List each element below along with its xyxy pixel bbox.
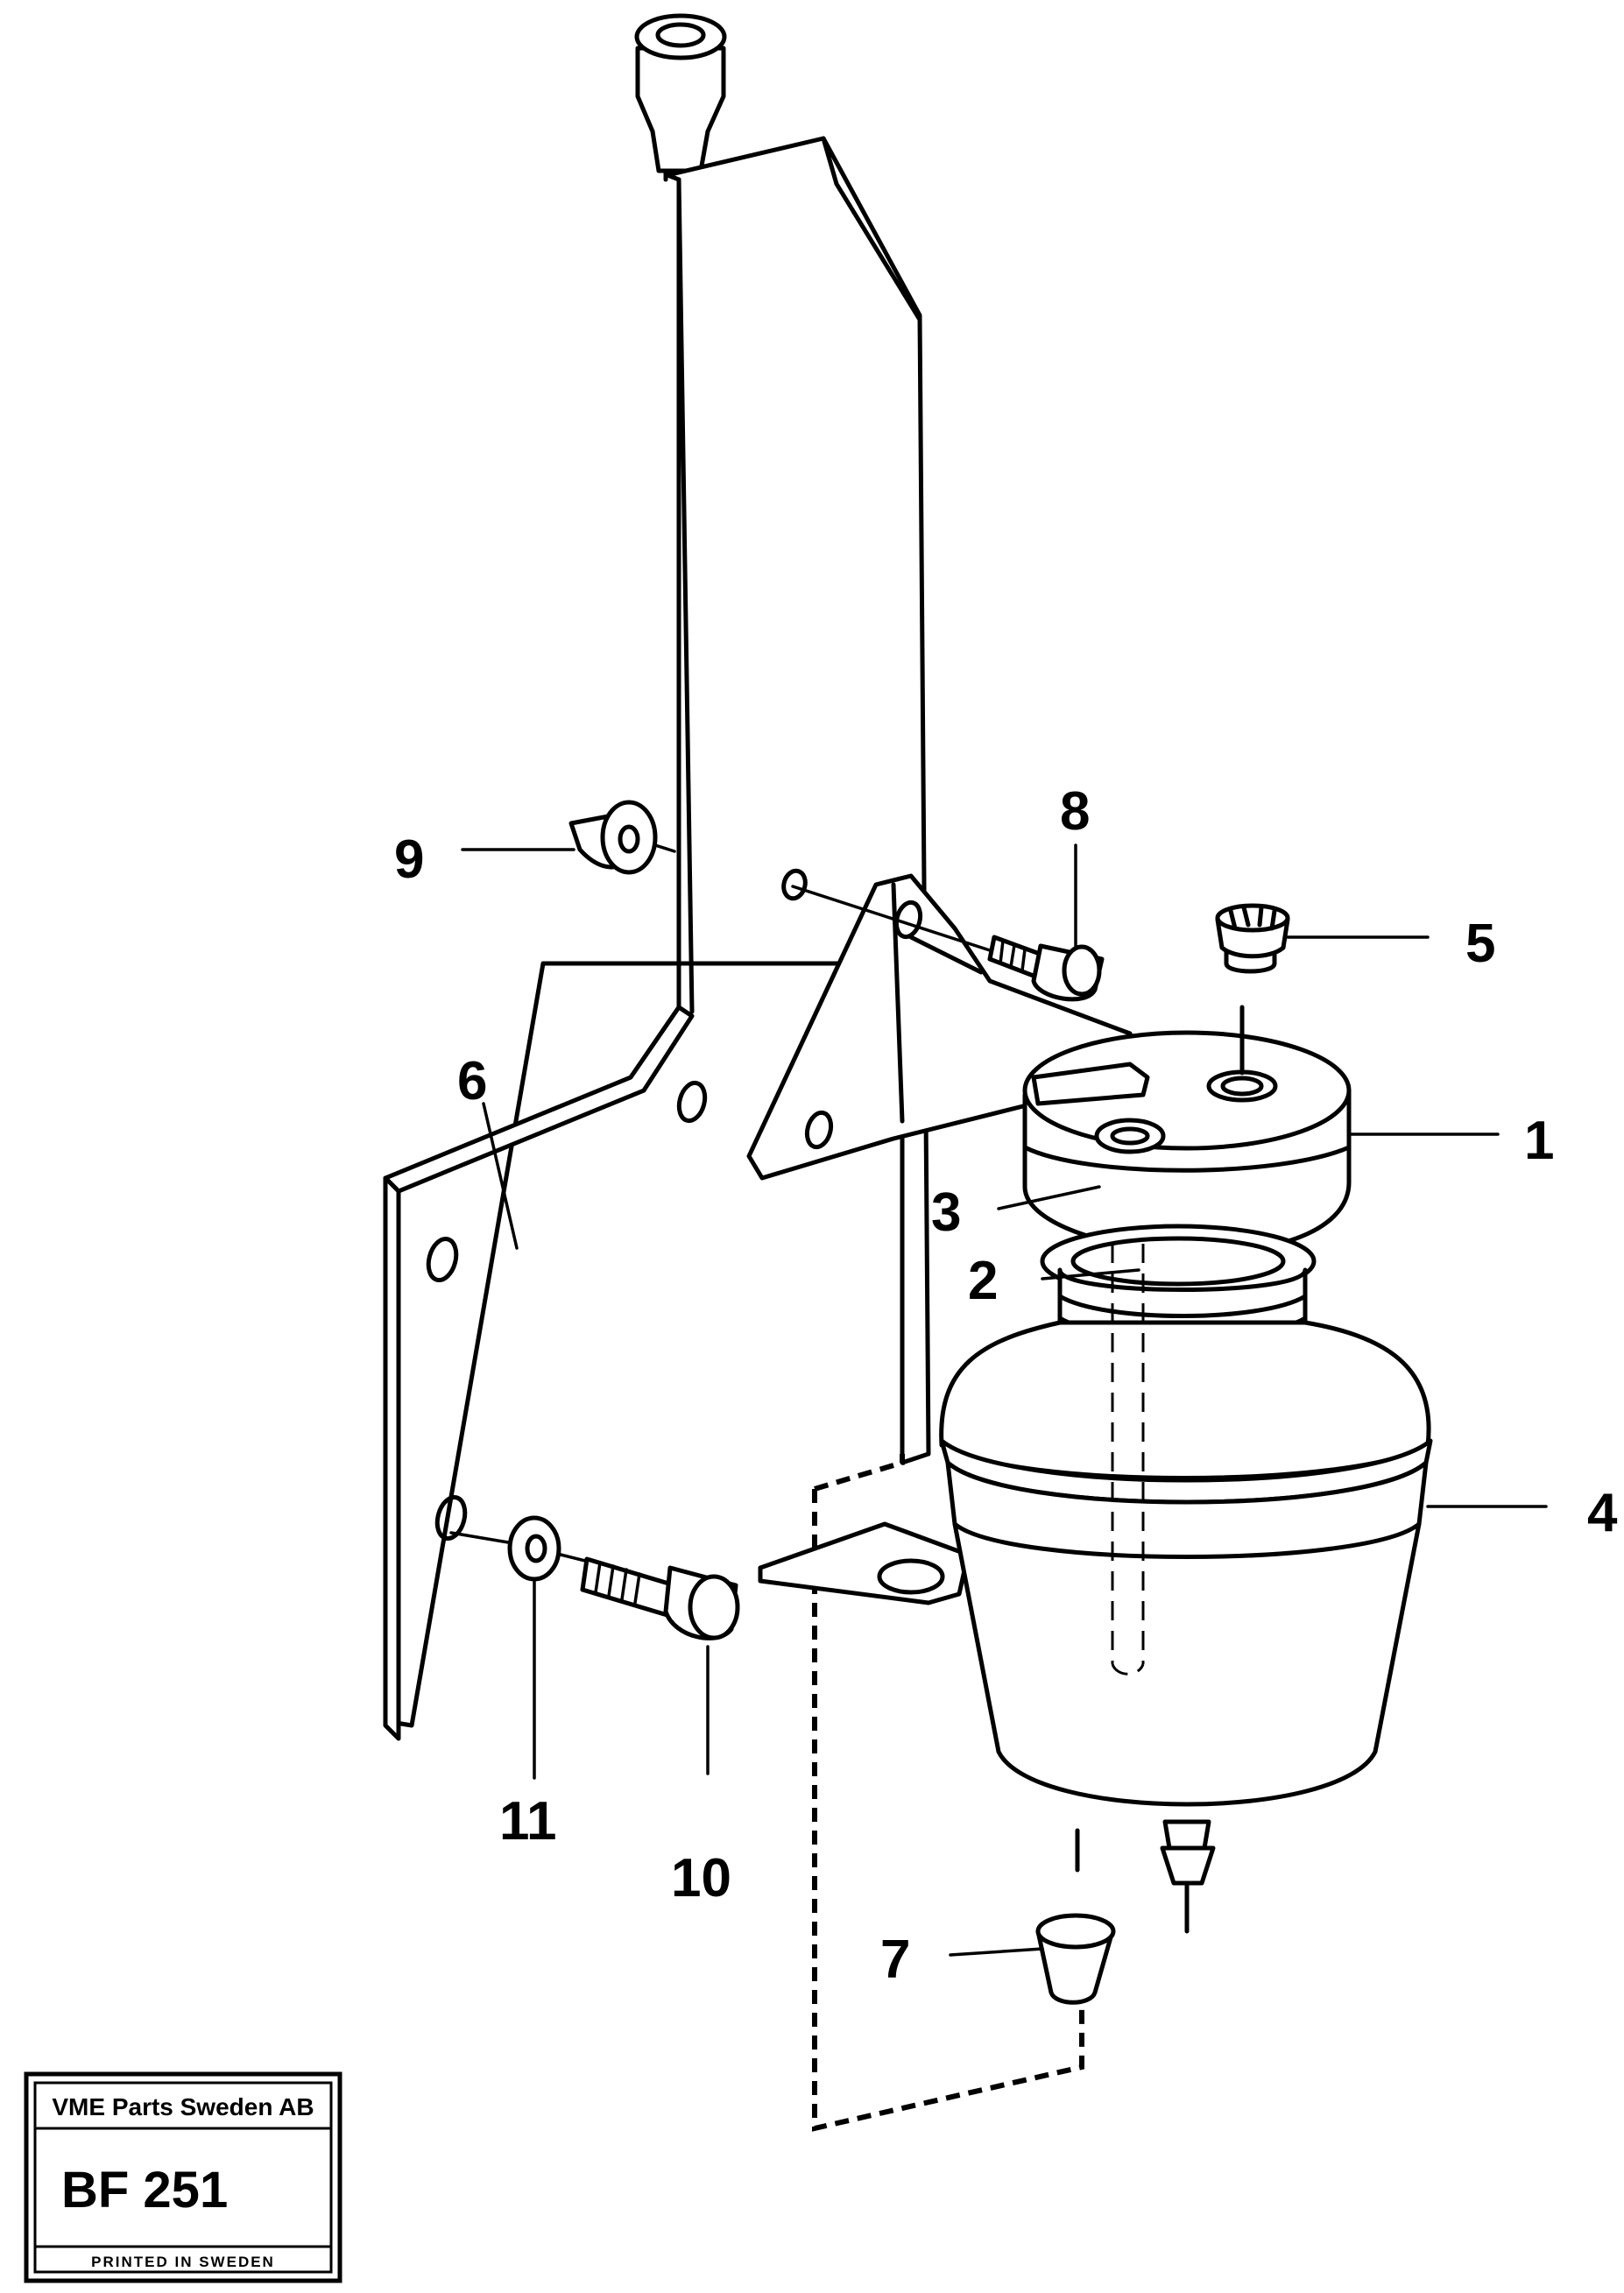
callout-10: 10 bbox=[671, 1848, 731, 1908]
callout-2: 2 bbox=[968, 1251, 998, 1311]
callout-6: 6 bbox=[457, 1051, 487, 1111]
callout-1: 1 bbox=[1524, 1111, 1554, 1171]
callout-9: 9 bbox=[394, 829, 424, 890]
callout-4: 4 bbox=[1587, 1483, 1618, 1543]
mounting-bracket bbox=[383, 13, 1084, 2132]
protective-cap bbox=[1035, 1913, 1116, 2005]
callout-labels: 1 2 3 4 5 6 7 8 9 10 11 bbox=[394, 781, 1618, 1990]
reservoir-cap bbox=[1022, 1030, 1352, 1255]
fluid-reservoir bbox=[939, 1244, 1433, 1934]
flange-nut bbox=[568, 800, 676, 875]
publisher-stamp: VME Parts Sweden AB BF 251 PRINTED IN SW… bbox=[24, 2071, 342, 2283]
callout-8: 8 bbox=[1060, 781, 1090, 842]
plain-washer bbox=[507, 1515, 561, 1780]
callout-3: 3 bbox=[931, 1182, 961, 1243]
o-ring bbox=[1040, 1224, 1317, 1299]
leader-lines bbox=[461, 843, 1548, 1957]
callout-5: 5 bbox=[1465, 914, 1495, 974]
stamp-company: VME Parts Sweden AB bbox=[52, 2093, 314, 2120]
hex-bolt bbox=[449, 1531, 740, 1775]
callout-11: 11 bbox=[499, 1791, 557, 1852]
sealing-washer bbox=[1094, 1118, 1166, 1154]
callout-7: 7 bbox=[880, 1930, 910, 1990]
stamp-printed: PRINTED IN SWEDEN bbox=[91, 2254, 275, 2270]
stamp-code: BF 251 bbox=[61, 2162, 228, 2219]
flange-bolt bbox=[791, 885, 1105, 1002]
filler-plug bbox=[1215, 903, 1290, 1076]
